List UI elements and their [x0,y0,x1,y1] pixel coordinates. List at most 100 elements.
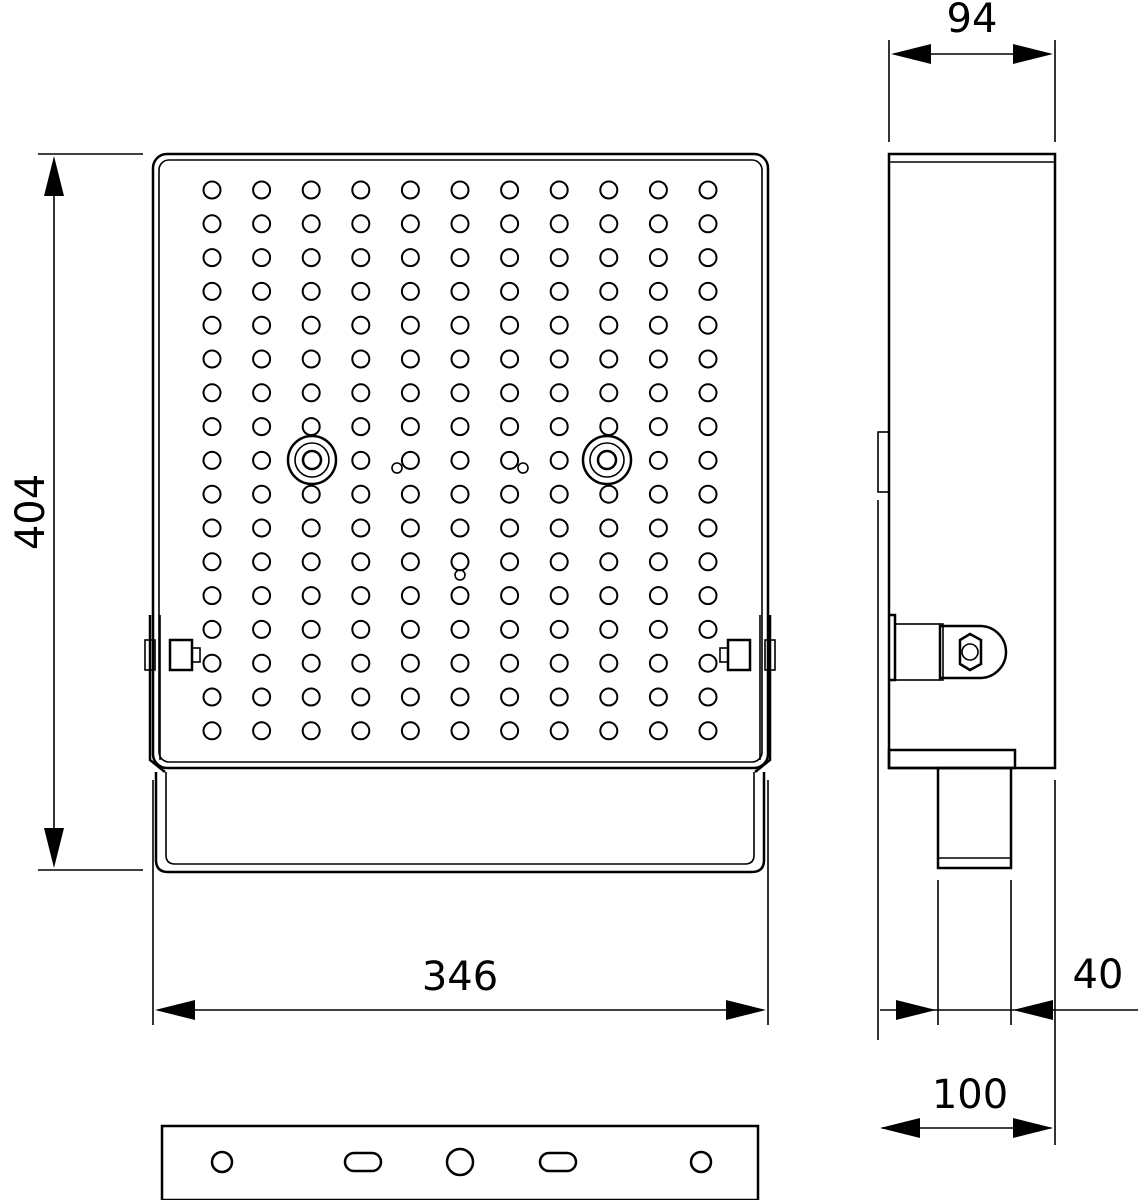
led-lens [351,248,371,268]
led-lens [351,450,371,470]
led-lens [549,417,569,437]
led-lens [351,484,371,504]
led-lens [648,721,668,741]
led-lens [450,417,470,437]
led-lens [301,214,321,234]
led-lens [252,619,272,639]
led-lens [500,518,520,538]
screw-hole [454,569,466,581]
led-lens [698,180,718,200]
led-lens [400,721,420,741]
led-lens [599,349,619,369]
led-lens [450,349,470,369]
led-lens [698,552,718,572]
led-lens [400,552,420,572]
led-lens [202,721,222,741]
led-lens [648,248,668,268]
led-lens [450,281,470,301]
led-lens [301,315,321,335]
side-housing [887,152,1057,770]
led-lens [698,383,718,403]
led-lens [500,653,520,673]
led-lens [450,518,470,538]
bracket-offset-dimension: 100 [880,1072,1053,1138]
side-connector [877,431,890,493]
plate-hole [210,1150,234,1174]
led-lens [648,586,668,606]
led-lens [599,721,619,741]
bracket-offset-label: 100 [932,1072,1008,1118]
led-lens [549,653,569,673]
led-lens [450,450,470,470]
led-lens [698,349,718,369]
led-lens [549,450,569,470]
led-lens [599,248,619,268]
led-lens [698,248,718,268]
led-lens [450,586,470,606]
side-view [877,152,1057,1040]
led-lens [549,721,569,741]
led-lens [648,281,668,301]
led-lens [202,315,222,335]
led-lens [648,619,668,639]
led-lens [500,214,520,234]
led-lens [252,417,272,437]
screw-hole [391,462,403,474]
led-lens [698,619,718,639]
led-lens [301,552,321,572]
height-label: 404 [8,474,54,550]
led-lens [599,281,619,301]
depth-label: 94 [947,0,998,42]
led-lens [351,518,371,538]
led-lens [698,687,718,707]
led-lens [599,687,619,707]
led-lens [400,586,420,606]
led-lens [549,518,569,538]
side-lower-block [887,748,1017,770]
led-lens [351,417,371,437]
led-lens [500,180,520,200]
led-lens [500,383,520,403]
led-lens [252,214,272,234]
led-lens [400,653,420,673]
led-lens [648,552,668,572]
led-lens [698,653,718,673]
led-lens [202,281,222,301]
led-lens [400,484,420,504]
screw-hole [517,462,529,474]
led-lens [301,687,321,707]
led-lens [500,417,520,437]
bracket-width-dimension: 40 [880,780,1138,1145]
led-lens [351,687,371,707]
led-lens [202,383,222,403]
led-lens [252,315,272,335]
led-lens [450,552,470,572]
led-lens [252,518,272,538]
led-lens [351,619,371,639]
plate-slot [538,1151,578,1173]
led-lens [500,281,520,301]
width-label: 346 [422,954,498,1000]
led-lens [450,653,470,673]
led-lens [500,450,520,470]
led-lens [698,417,718,437]
led-lens [599,518,619,538]
led-lens [400,619,420,639]
led-lens [252,552,272,572]
led-lens [698,281,718,301]
led-lens [549,214,569,234]
led-lens [252,586,272,606]
led-lens [698,586,718,606]
front-view [144,152,776,874]
led-lens [351,552,371,572]
led-lens [500,315,520,335]
led-lens [500,484,520,504]
led-lens [400,281,420,301]
depth-dimension: 94 [888,0,1056,142]
led-lens [698,484,718,504]
led-lens [351,721,371,741]
bracket-width-label: 40 [1073,952,1124,998]
led-lens [698,315,718,335]
plate-hole-center [445,1147,475,1177]
led-lens [400,248,420,268]
